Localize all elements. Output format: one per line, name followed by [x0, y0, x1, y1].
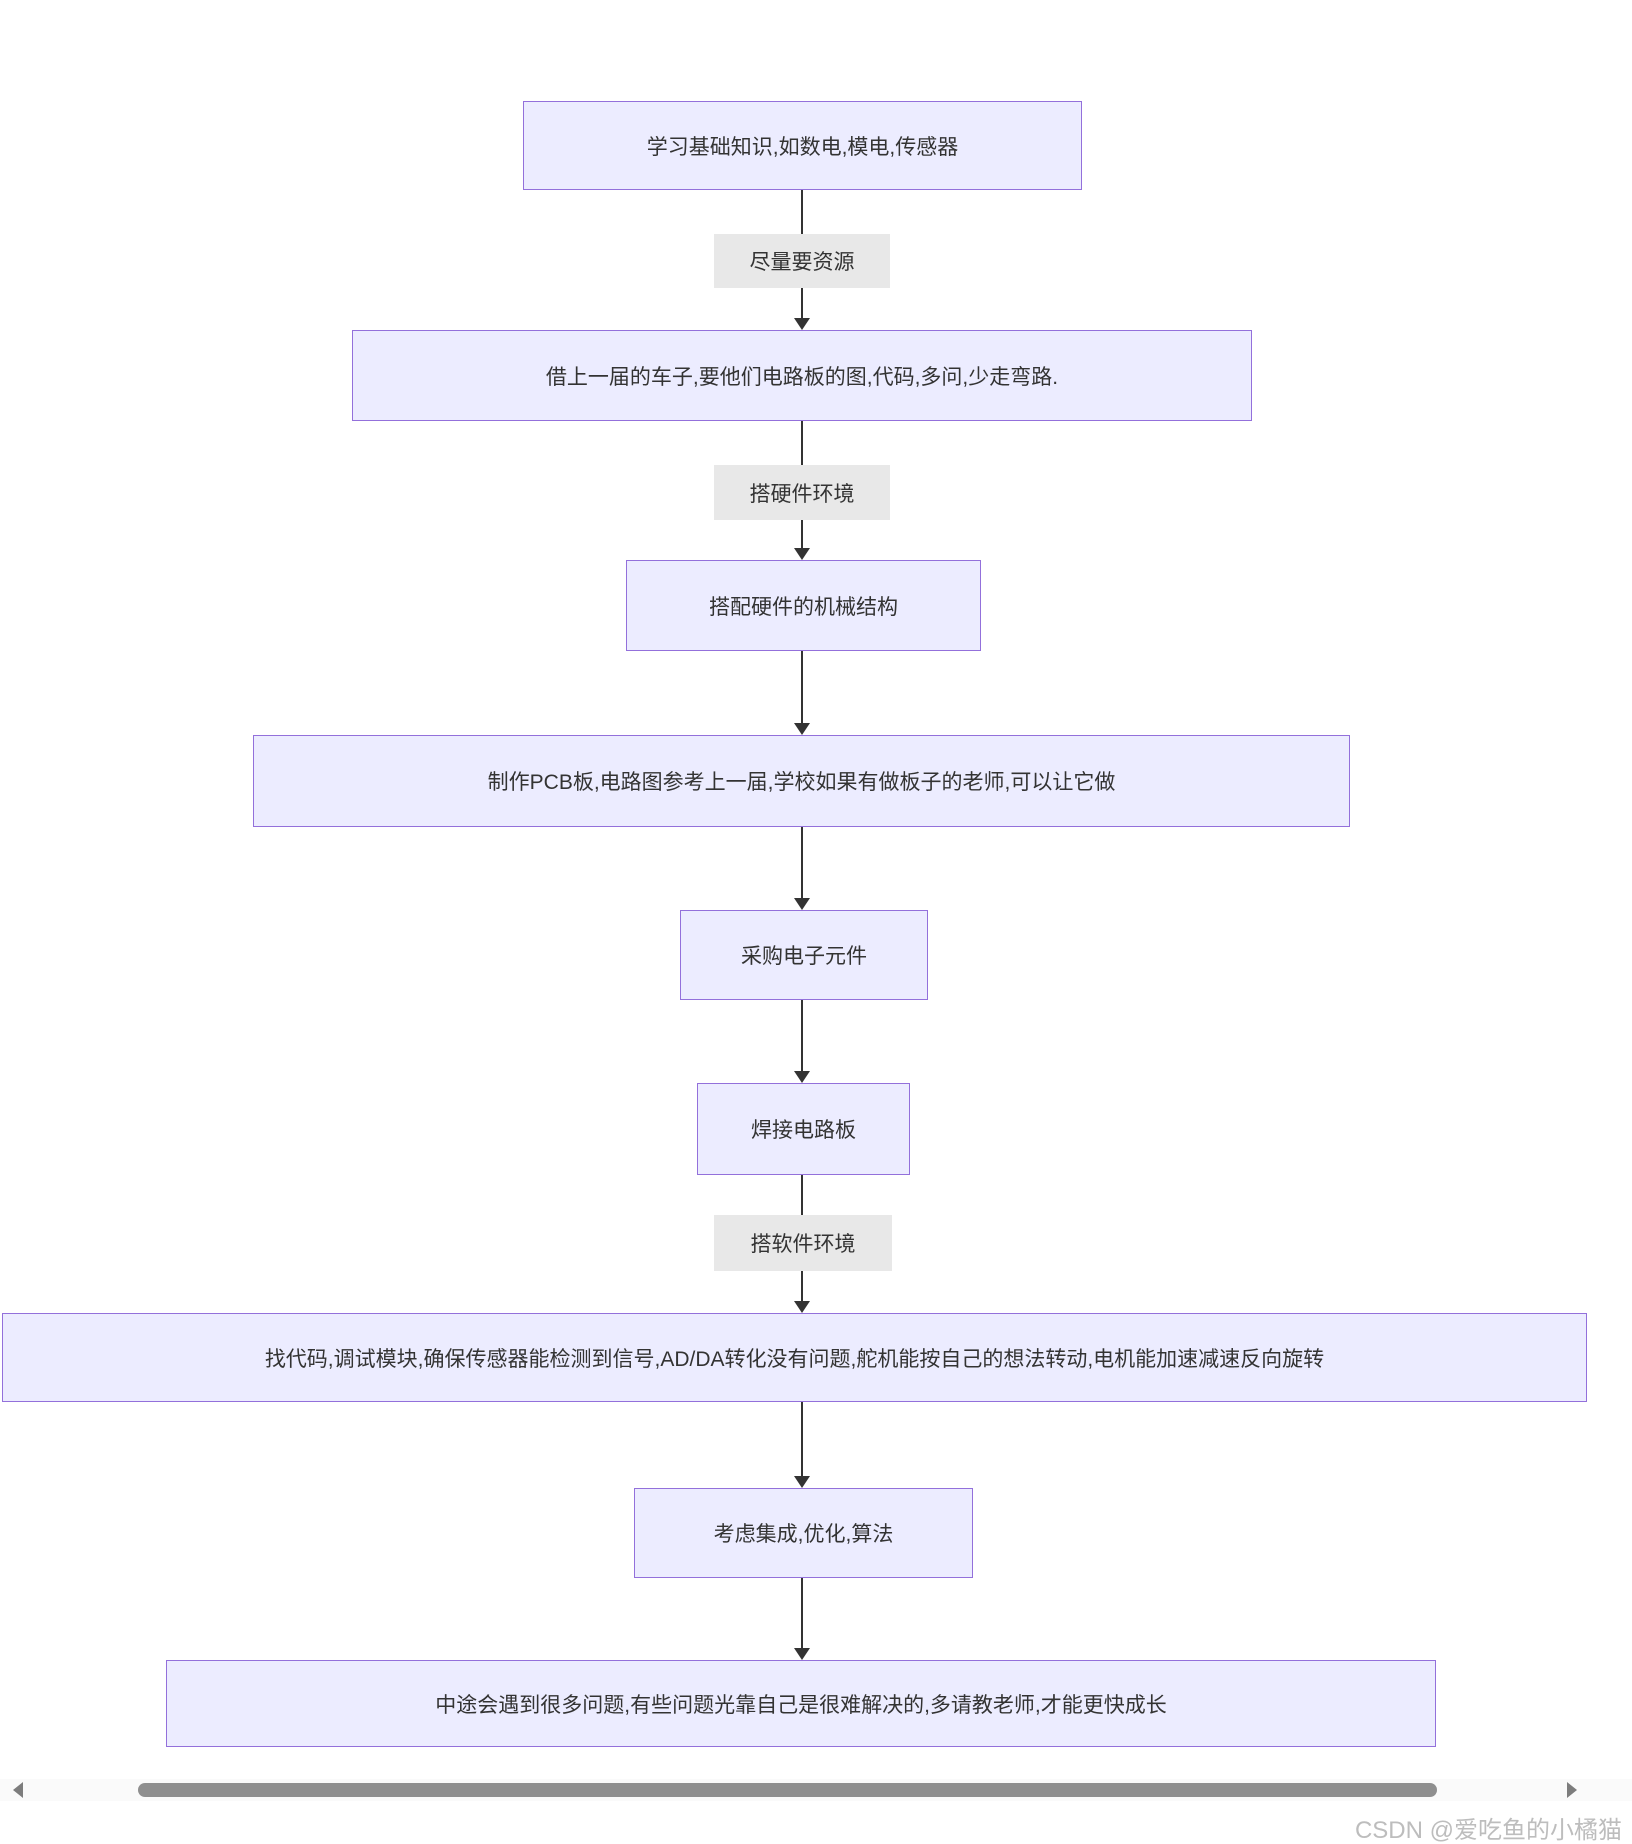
flow-node-make-pcb: 制作PCB板,电路图参考上一届,学校如果有做板子的老师,可以让它做: [253, 735, 1350, 827]
flow-node-borrow-car: 借上一届的车子,要他们电路板的图,代码,多问,少走弯路.: [352, 330, 1252, 421]
scroll-right-button[interactable]: [1562, 1781, 1582, 1799]
flow-arrow-4: [801, 827, 803, 898]
flow-arrow-8: [801, 1578, 803, 1648]
flow-node-learn-basics: 学习基础知识,如数电,模电,传感器: [523, 101, 1082, 190]
horizontal-scrollbar[interactable]: [0, 1779, 1632, 1801]
arrowhead-8-icon: [794, 1648, 810, 1660]
flow-node-buy-components: 采购电子元件: [680, 910, 928, 1000]
flow-arrow-5: [801, 1000, 803, 1071]
flow-node-mechanical-structure: 搭配硬件的机械结构: [626, 560, 981, 651]
flow-node-find-code-debug: 找代码,调试模块,确保传感器能检测到信号,AD/DA转化没有问题,舵机能按自己的…: [2, 1313, 1587, 1402]
flow-node-ask-teachers: 中途会遇到很多问题,有些问题光靠自己是很难解决的,多请教老师,才能更快成长: [166, 1660, 1436, 1747]
scroll-left-button[interactable]: [8, 1781, 28, 1799]
scrollbar-thumb[interactable]: [138, 1783, 1437, 1797]
arrowhead-5-icon: [794, 1071, 810, 1083]
flow-arrow-7: [801, 1402, 803, 1476]
scroll-left-arrow-icon: [13, 1782, 23, 1798]
arrowhead-7-icon: [794, 1476, 810, 1488]
arrowhead-2-icon: [794, 548, 810, 560]
edge-label-software-env: 搭软件环境: [714, 1215, 892, 1271]
flow-arrow-3: [801, 651, 803, 723]
flow-node-integration-optimization: 考虑集成,优化,算法: [634, 1488, 973, 1578]
edge-label-hardware-env: 搭硬件环境: [714, 465, 890, 520]
arrowhead-4-icon: [794, 898, 810, 910]
arrowhead-3-icon: [794, 723, 810, 735]
arrowhead-1-icon: [794, 318, 810, 330]
flow-node-solder-board: 焊接电路板: [697, 1083, 910, 1175]
scroll-right-arrow-icon: [1567, 1782, 1577, 1798]
watermark: CSDN @爱吃鱼的小橘猫: [1354, 1817, 1622, 1844]
arrowhead-6-icon: [794, 1301, 810, 1313]
edge-label-resources: 尽量要资源: [714, 234, 890, 288]
